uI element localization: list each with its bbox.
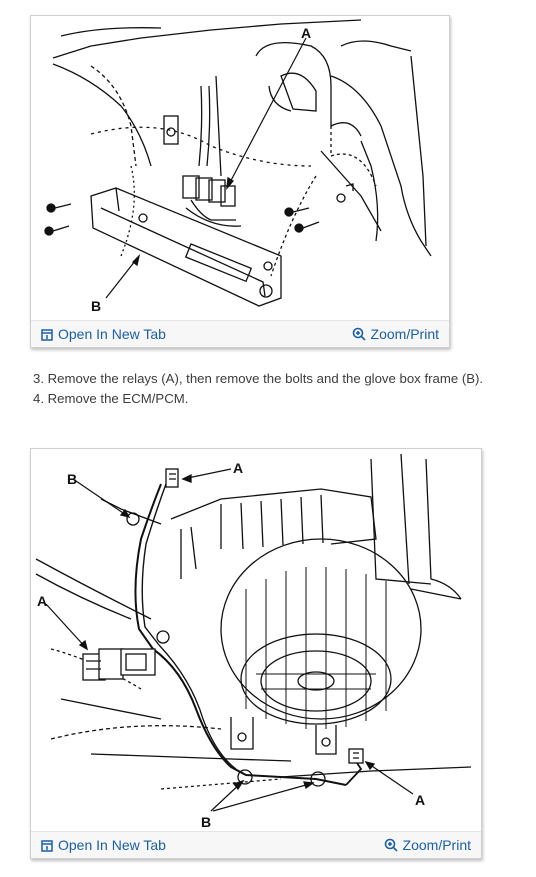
step-3-text: 3. Remove the relays (A), then remove th… xyxy=(33,371,484,386)
open-in-new-tab-link[interactable]: Open In New Tab xyxy=(41,326,166,342)
figure-toolbar-2: Open In New Tab Zoom/Print xyxy=(31,831,481,858)
open-new-tab-icon xyxy=(41,329,53,341)
bolt-left-lower xyxy=(44,225,70,236)
zoom-magnifier-icon xyxy=(384,838,398,852)
open-in-new-tab-link[interactable]: Open In New Tab xyxy=(41,837,166,853)
open-in-new-tab-label: Open In New Tab xyxy=(58,326,166,342)
relay-glovebox-diagram: A B xyxy=(44,19,432,314)
bolt-right-lower xyxy=(294,221,320,233)
label-a-left: A xyxy=(37,593,47,609)
zoom-print-link[interactable]: Zoom/Print xyxy=(384,837,471,853)
label-a: A xyxy=(301,25,311,41)
label-b-bottom: B xyxy=(201,814,211,830)
figure-toolbar-1: Open In New Tab Zoom/Print xyxy=(31,320,449,347)
label-b: B xyxy=(91,298,101,314)
zoom-print-label: Zoom/Print xyxy=(402,837,471,853)
blower-harness-diagram: A B A A B xyxy=(35,453,472,830)
figure-card-2: A B A A B Open In New Tab Zoom/Print xyxy=(30,448,482,859)
zoom-print-link[interactable]: Zoom/Print xyxy=(352,326,439,342)
bolt-right-upper xyxy=(284,207,310,217)
instruction-steps: 3. Remove the relays (A), then remove th… xyxy=(33,369,483,409)
step-4-text: 4. Remove the ECM/PCM. xyxy=(33,391,189,406)
label-a-top: A xyxy=(233,460,243,476)
zoom-print-label: Zoom/Print xyxy=(370,326,439,342)
figure-card-1: A B Open In New Tab Zoom/Print xyxy=(30,15,450,348)
bolt-left-upper xyxy=(46,203,72,213)
open-new-tab-icon xyxy=(41,840,53,852)
open-in-new-tab-label: Open In New Tab xyxy=(58,837,166,853)
label-a-right: A xyxy=(415,792,425,808)
zoom-magnifier-icon xyxy=(352,327,366,341)
label-b-top: B xyxy=(67,471,77,487)
